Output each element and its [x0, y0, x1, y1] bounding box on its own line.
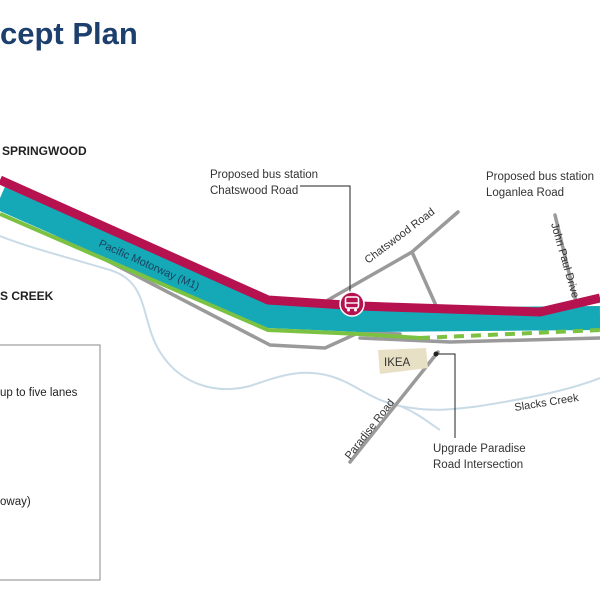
- road-frontage: [0, 203, 402, 350]
- ikea-label: IKEA: [384, 357, 411, 369]
- green-lane-solid: [0, 212, 421, 340]
- place-springwood: SPRINGWOOD: [2, 144, 87, 158]
- green-lane-dashed: [419, 328, 600, 340]
- pacific-motorway: [0, 187, 600, 332]
- road-paradise: [348, 350, 440, 464]
- legend-item-lanes: up to five lanes: [0, 387, 78, 399]
- callout-paradise-leader: [436, 353, 456, 438]
- callout-loganlea-line2: Loganlea Road: [486, 187, 564, 199]
- callout-paradise-dot: [433, 351, 439, 357]
- john-paul-drive-label: John Paul Drive: [548, 222, 581, 300]
- road-chatswood-stub: [410, 250, 440, 312]
- ikea-building: [378, 348, 428, 374]
- callout-chatswood-line2: Chatswood Road: [210, 185, 298, 197]
- creek-line-west: [0, 235, 600, 411]
- callout-chatswood-leader: [300, 185, 351, 296]
- legend-box: [0, 344, 101, 581]
- creek-line-south: [399, 405, 441, 431]
- bus-icon: [339, 291, 365, 317]
- callout-paradise-line1: Upgrade Paradise: [433, 443, 526, 455]
- road-john-paul: [553, 213, 580, 312]
- road-chatswood: [326, 210, 460, 302]
- paradise-road-label: Paradise Road: [343, 397, 397, 462]
- slacks-creek-label: Slacks Creek: [514, 392, 580, 414]
- callout-loganlea-line1: Proposed bus station: [486, 171, 594, 183]
- callout-chatswood-line1: Proposed bus station: [210, 169, 318, 181]
- callout-paradise-line2: Road Intersection: [433, 459, 523, 471]
- map-title: cept Plan: [0, 16, 138, 51]
- local-roads: [0, 203, 600, 464]
- road-service: [358, 336, 600, 344]
- legend-item-busway: oway): [0, 496, 31, 508]
- place-creek: S CREEK: [0, 289, 54, 303]
